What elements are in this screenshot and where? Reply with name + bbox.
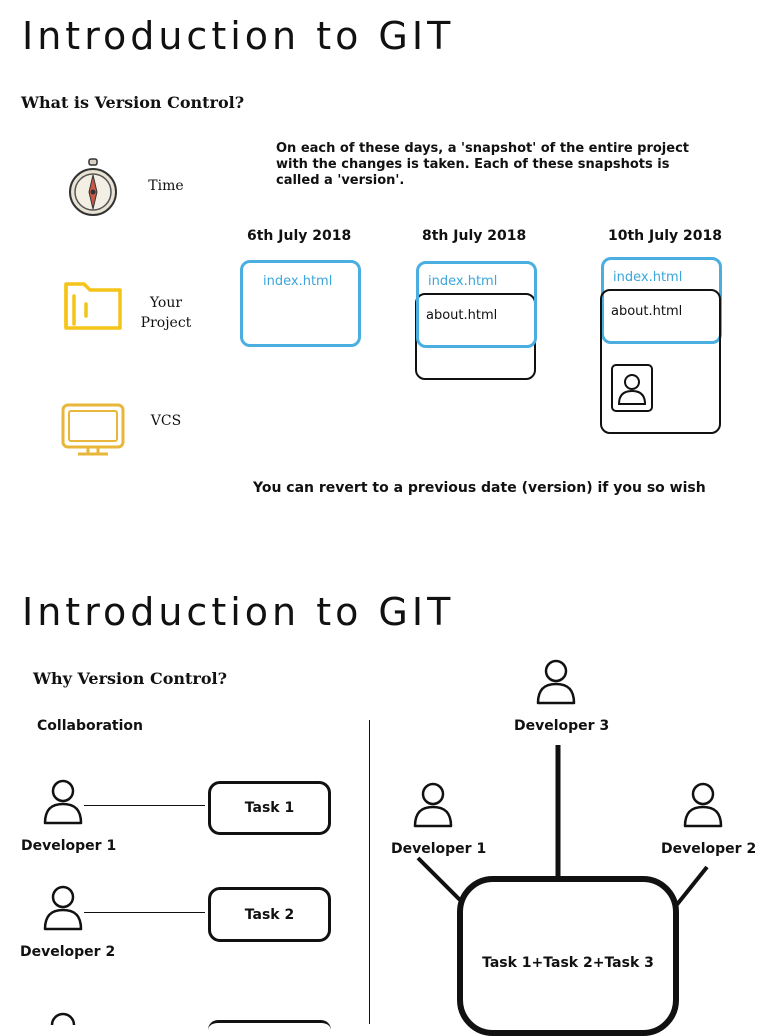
developer-2-right-label: Developer 2	[661, 841, 757, 857]
version-date-1: 6th July 2018	[247, 228, 352, 244]
connector-line	[84, 805, 205, 806]
section-divider	[369, 720, 370, 1024]
section-subtitle: What is Version Control?	[21, 93, 245, 112]
developer-1-right-label: Developer 1	[391, 841, 487, 857]
row-label-your-project: Your Project	[130, 293, 202, 333]
version-2-index-file	[416, 261, 537, 348]
snapshot-note: On each of these days, a 'snapshot' of t…	[276, 141, 689, 188]
version-3-about-label: about.html	[611, 304, 683, 319]
page-title: Introduction to GIT	[22, 14, 455, 58]
task-2-box: Task 2	[208, 887, 331, 942]
row-label-vcs: VCS	[150, 413, 182, 429]
monitor-icon	[61, 403, 125, 456]
version-3-index-label: index.html	[613, 270, 683, 285]
version-3-about-file	[600, 289, 721, 434]
developer-3-icon-partial	[50, 1012, 76, 1026]
merge-connectors	[416, 745, 709, 909]
collaboration-label: Collaboration	[37, 718, 144, 734]
combined-task-label: Task 1+Task 2+Task 3	[482, 955, 654, 971]
folder-icon	[64, 282, 122, 330]
connector-line	[84, 912, 205, 913]
developer-2-right-icon	[683, 782, 723, 828]
developer-1-right-icon	[413, 782, 453, 828]
version-date-2: 8th July 2018	[422, 228, 527, 244]
task-1-box: Task 1	[208, 781, 331, 835]
developer-2-label: Developer 2	[20, 944, 116, 960]
developer-1-label: Developer 1	[21, 838, 117, 854]
page-title-2: Introduction to GIT	[22, 590, 455, 634]
developer-1-icon	[43, 779, 83, 825]
version-date-3: 10th July 2018	[608, 228, 722, 244]
revert-note: You can revert to a previous date (versi…	[253, 480, 706, 496]
image-file-icon	[611, 364, 653, 412]
developer-2-icon	[43, 885, 83, 931]
developer-3-label: Developer 3	[514, 718, 610, 734]
task-3-box-partial	[208, 1020, 331, 1030]
version-2-about-label: about.html	[426, 308, 498, 323]
section-subtitle-2: Why Version Control?	[33, 669, 227, 688]
version-1-index-file	[240, 260, 361, 347]
developer-3-icon	[536, 659, 576, 705]
compass-icon	[69, 158, 117, 216]
version-1-index-label: index.html	[263, 274, 333, 289]
row-label-your: Your	[149, 295, 183, 311]
version-2-index-label: index.html	[428, 274, 498, 289]
row-label-project: Project	[140, 315, 192, 331]
row-label-time: Time	[148, 178, 184, 194]
